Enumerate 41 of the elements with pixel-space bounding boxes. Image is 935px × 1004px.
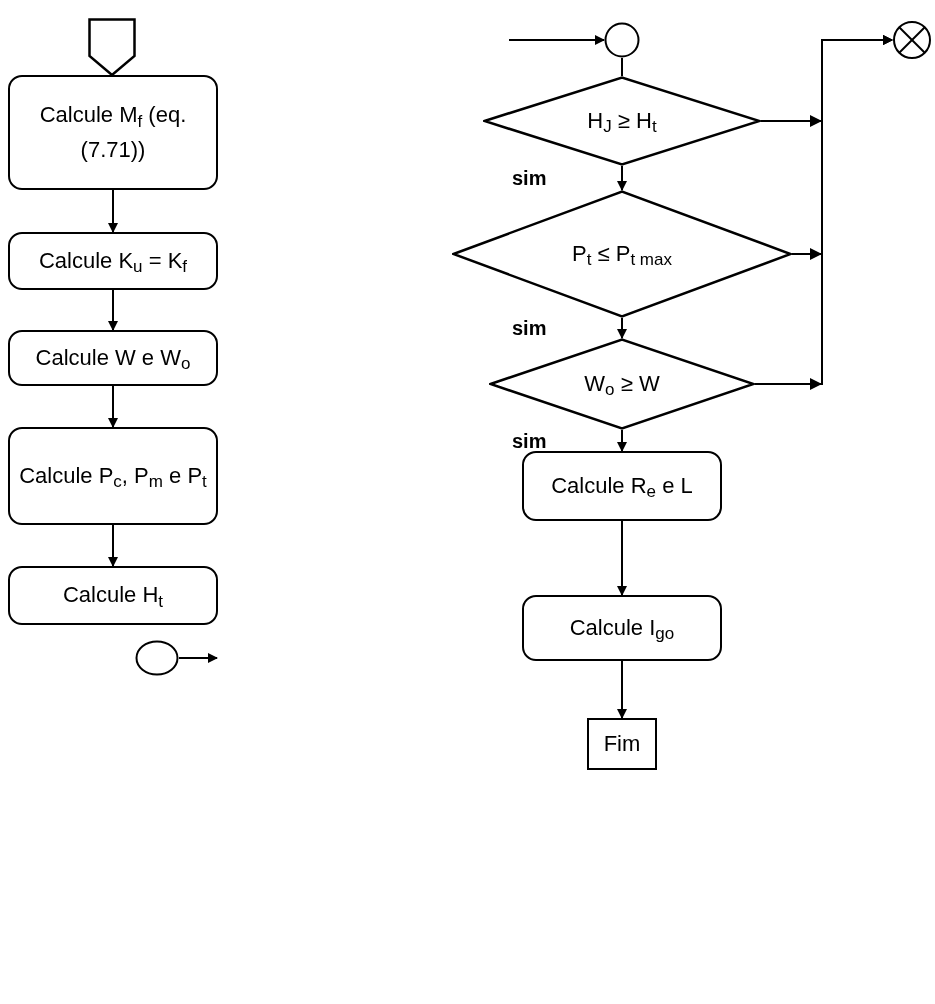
decision-diamond <box>489 338 755 430</box>
decision-diamond <box>483 76 761 166</box>
node-text: Calcule I$_{go}$ <box>568 613 676 646</box>
arrow <box>508 35 605 45</box>
node-text: Fim <box>602 729 642 758</box>
node-text: Calcule H$_{t}$ <box>61 581 165 613</box>
arrow <box>617 317 627 339</box>
arrow <box>617 660 627 719</box>
arrow <box>108 289 118 331</box>
node-text: Calcule M$_{f}$ (eq. (7.71)) <box>38 101 188 164</box>
arrow <box>754 35 893 390</box>
arrow <box>178 653 218 663</box>
node-text: H$_{J}$ ≥ H$_{t}$ <box>586 106 658 139</box>
terminal-box <box>587 718 657 770</box>
process-box <box>8 330 218 386</box>
decision-diamond <box>452 190 792 318</box>
arrow <box>617 165 627 191</box>
process-box <box>522 595 722 661</box>
process-box <box>8 427 218 525</box>
node-text: Calcule P$_{c}$, P$_{m}$ e P$_{t}$ <box>18 461 208 494</box>
edge-label: sim <box>512 168 547 188</box>
process-box <box>8 75 218 190</box>
end-connector-circle <box>892 20 932 60</box>
process-box <box>8 566 218 625</box>
node-text: P$_{t}$ ≤ P$_{t max}$ <box>571 239 673 272</box>
edge-label: sim <box>512 318 547 338</box>
arrow <box>617 429 627 452</box>
off-page-connector <box>88 18 136 76</box>
arrow <box>108 524 118 567</box>
node-text: W$_{o}$ ≥ W <box>583 369 661 402</box>
node-text: Calcule R$_{e}$ e L <box>550 471 694 504</box>
edge-label: sim <box>512 430 547 451</box>
process-box <box>522 451 722 521</box>
connector-circle <box>604 22 640 58</box>
arrow <box>108 385 118 428</box>
arrow <box>108 189 118 233</box>
connector-circle <box>135 640 179 676</box>
node-text: Calcule K$_{u}$ = K$_{f}$ <box>37 246 189 279</box>
arrow <box>617 520 627 596</box>
process-box <box>8 232 218 290</box>
node-text: Calcule W e W$_{o}$ <box>34 343 192 376</box>
